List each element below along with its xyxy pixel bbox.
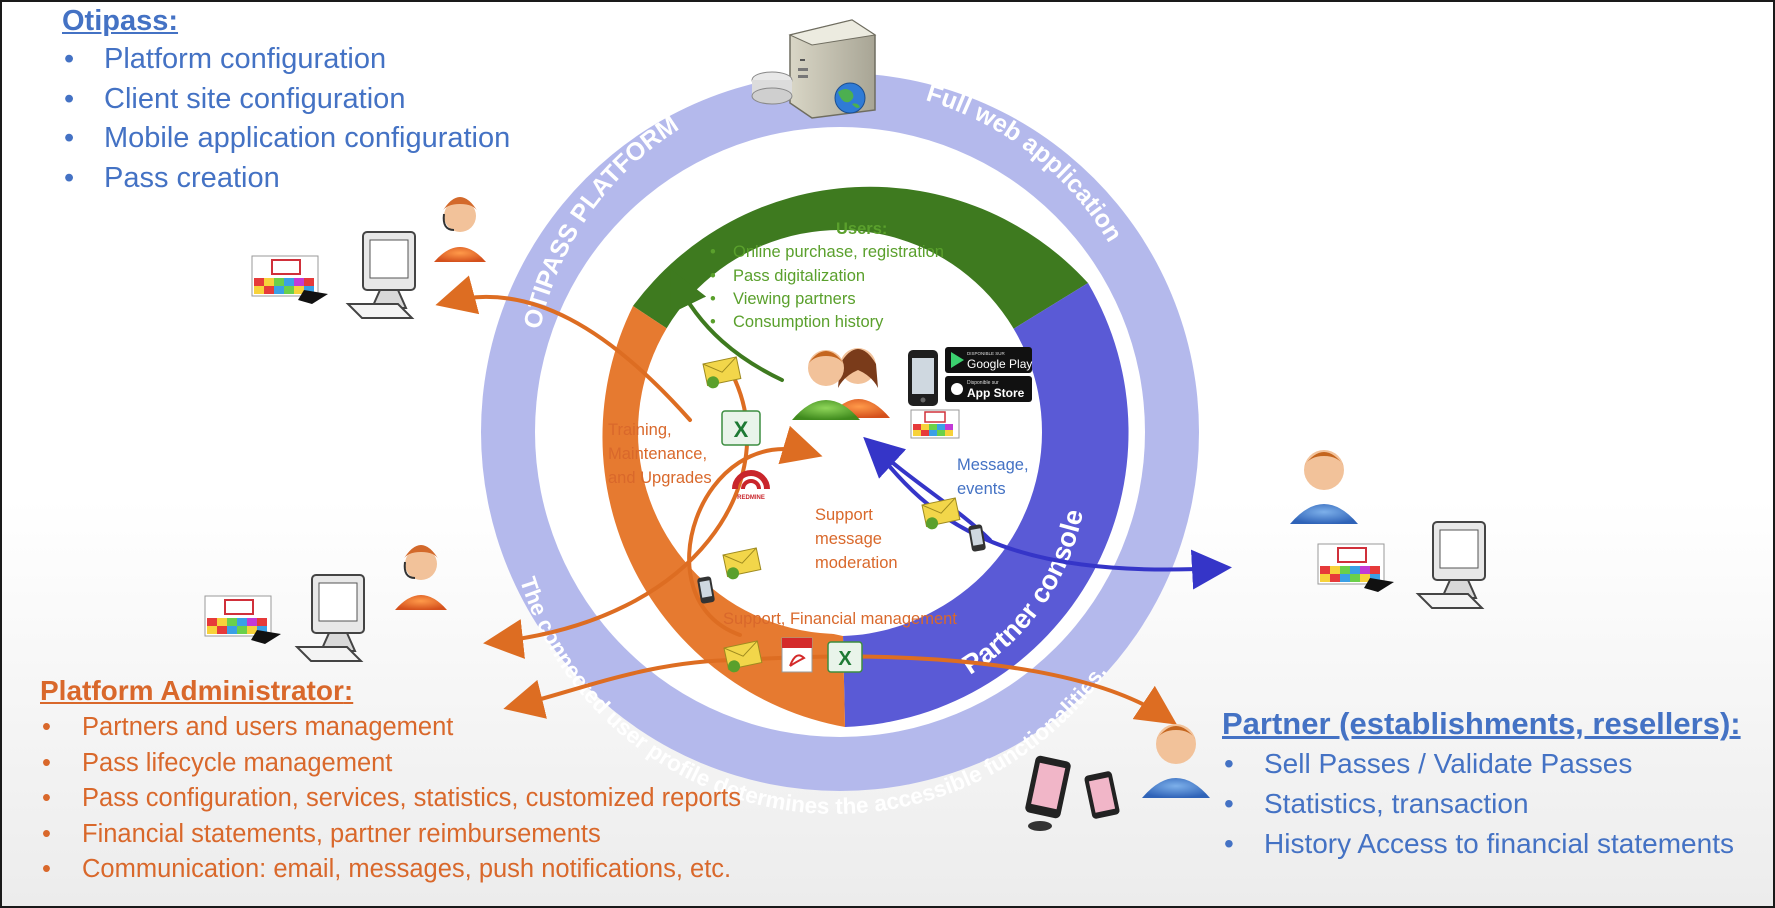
otipass-item: Platform configuration bbox=[62, 40, 510, 80]
training-label-line: and Upgrades bbox=[608, 469, 712, 487]
partner-title: Partner (establishments, resellers): bbox=[1222, 706, 1741, 741]
arrow-to-admin-panel bbox=[503, 658, 742, 719]
arrow-support-moderation bbox=[687, 425, 823, 637]
computer-icon bbox=[1415, 521, 1486, 609]
users-item: Viewing partners bbox=[733, 290, 856, 308]
envelope-icon bbox=[722, 547, 762, 580]
envelope-icon bbox=[921, 497, 961, 530]
platform-admin-list: Partners and users management Pass lifec… bbox=[40, 710, 741, 888]
pass-card-icon bbox=[204, 595, 281, 644]
otipass-item: Pass creation bbox=[62, 159, 510, 199]
operator-icon bbox=[434, 197, 486, 262]
pass-card-icon bbox=[910, 409, 960, 439]
computer-icon bbox=[345, 231, 416, 319]
pass-card-icon bbox=[251, 255, 328, 304]
person-icon bbox=[1142, 724, 1210, 798]
users-item: Online purchase, registration bbox=[733, 243, 944, 261]
users-bullet: • bbox=[710, 290, 716, 308]
users-icon bbox=[792, 348, 890, 420]
excel-icon: X bbox=[827, 641, 863, 673]
smartphone-icon bbox=[697, 576, 715, 604]
message-events-line: Message, bbox=[957, 456, 1029, 474]
redmine-icon: REDMINE bbox=[732, 470, 770, 501]
google-play-badge: DISPONIBLE SUR Google Play bbox=[945, 347, 1032, 373]
operator-icon bbox=[395, 545, 447, 610]
smartphone-icon bbox=[968, 524, 986, 552]
users-bullet: • bbox=[710, 243, 716, 261]
arrow-user-space bbox=[670, 269, 784, 382]
svg-text:DISPONIBLE SUR: DISPONIBLE SUR bbox=[967, 351, 1006, 356]
otipass-panel: Otipass: Platform configuration Client s… bbox=[62, 2, 510, 198]
user-space-segment bbox=[633, 186, 1088, 349]
pass-card-icon bbox=[1317, 543, 1394, 592]
otipass-item: Mobile application configuration bbox=[62, 119, 510, 159]
person-icon bbox=[1290, 450, 1358, 524]
tablet-icon bbox=[1025, 755, 1071, 831]
users-item: Pass digitalization bbox=[733, 267, 865, 285]
otipass-list: Platform configuration Client site confi… bbox=[62, 40, 510, 198]
partner-console-segment bbox=[843, 283, 1129, 727]
platform-admin-item: Pass lifecycle management bbox=[40, 746, 741, 782]
computer-icon bbox=[294, 574, 365, 662]
pdf-icon bbox=[781, 637, 813, 673]
platform-admin-panel: Platform Administrator: Partners and use… bbox=[40, 672, 741, 888]
svg-text:X: X bbox=[838, 648, 852, 670]
users-bullet: • bbox=[710, 267, 716, 285]
platform-admin-item: Pass configuration, services, statistics… bbox=[40, 781, 741, 817]
partner-panel: Partner (establishments, resellers): Sel… bbox=[1222, 704, 1741, 864]
support-moderation-line: message bbox=[815, 530, 882, 548]
partner-item: History Access to financial statements bbox=[1222, 824, 1741, 864]
users-title: Users: bbox=[836, 220, 887, 238]
arrow-to-otipass-operator bbox=[435, 275, 692, 422]
platform-admin-item: Partners and users management bbox=[40, 710, 741, 746]
svg-text:X: X bbox=[734, 417, 749, 442]
platform-admin-item: Financial statements, partner reimbursem… bbox=[40, 817, 741, 853]
envelope-icon bbox=[723, 640, 763, 673]
partner-item: Sell Passes / Validate Passes bbox=[1222, 744, 1741, 784]
support-moderation-line: moderation bbox=[815, 554, 898, 572]
svg-text:Google Play: Google Play bbox=[967, 357, 1032, 371]
smartphone-icon bbox=[1084, 771, 1120, 819]
platform-admin-colon: : bbox=[343, 675, 354, 706]
message-events-line: events bbox=[957, 480, 1006, 498]
platform-admin-title: Platform Administrator bbox=[40, 675, 344, 706]
users-bullet: • bbox=[710, 313, 716, 331]
excel-icon: X bbox=[721, 410, 761, 446]
globe-icon bbox=[834, 82, 866, 114]
partner-list: Sell Passes / Validate Passes Statistics… bbox=[1222, 744, 1741, 864]
otipass-item: Client site configuration bbox=[62, 80, 510, 120]
envelope-icon bbox=[702, 356, 742, 389]
otipass-title: Otipass: bbox=[62, 5, 179, 37]
training-label-line: Training, bbox=[608, 421, 672, 439]
platform-admin-item: Communication: email, messages, push not… bbox=[40, 852, 741, 888]
smartphone-icon bbox=[908, 350, 938, 406]
support-financial-label: Support, Financial management bbox=[723, 610, 957, 628]
svg-text:App Store: App Store bbox=[967, 386, 1025, 400]
partner-item: Statistics, transaction bbox=[1222, 784, 1741, 824]
support-moderation-line: Support bbox=[815, 506, 873, 524]
svg-text:Disponible sur: Disponible sur bbox=[967, 380, 999, 386]
app-store-badge: Disponible sur App Store bbox=[945, 376, 1032, 402]
training-label-line: Maintenance, bbox=[608, 445, 707, 463]
users-item: Consumption history bbox=[733, 313, 884, 331]
svg-text:REDMINE: REDMINE bbox=[737, 495, 765, 501]
platform-admin-title-wrap: Platform Administrator: bbox=[40, 672, 741, 710]
